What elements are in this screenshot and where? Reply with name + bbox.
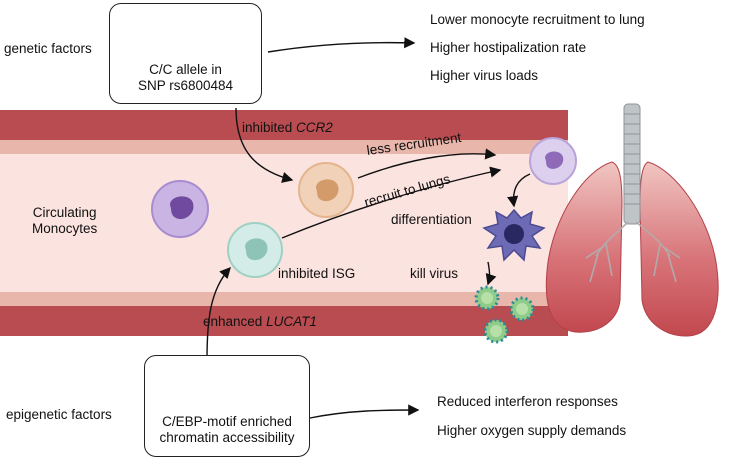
ccr2-gene: CCR2: [296, 120, 333, 135]
circulating-line1: Circulating: [32, 205, 97, 220]
genetic-box-line1: C/C allele in: [149, 62, 222, 77]
ccr2-inhibited-monocyte: [298, 162, 354, 218]
arrow-lucat1: [206, 266, 231, 361]
circulating-monocyte: [151, 180, 209, 238]
vessel-wall-bottom: [0, 306, 568, 336]
epigenetic-outcome-2: Higher oxygen supply demands: [437, 423, 627, 438]
inhibited-ccr2-label: inhibited CCR2: [242, 120, 333, 136]
epigenetic-box-line1: C/EBP-motif enriched: [162, 414, 292, 429]
epigenetic-outcome-1: Reduced interferon responses: [437, 394, 618, 409]
virus-particles: [474, 285, 535, 344]
isg-inhibited-monocyte: [227, 222, 283, 278]
arrow-genetic-outcomes: [267, 37, 416, 53]
arrow-differentiation: [507, 173, 531, 208]
genetic-box: C/C allele in SNP rs6800484: [109, 3, 262, 104]
trachea-rings: [624, 113, 640, 205]
epigenetic-box-line2: chromatin accessibility: [159, 430, 295, 446]
bronchi: [585, 221, 681, 283]
genetic-outcome-1: Lower monocyte recruitment to lung: [430, 12, 645, 27]
epigenetic-factors-label: epigenetic factors: [6, 407, 112, 422]
enhanced-prefix: enhanced: [203, 314, 267, 329]
vessel-wall-top: [0, 110, 568, 142]
inhibited-prefix: inhibited: [242, 120, 297, 135]
left-lung: [545, 161, 623, 333]
arrow-kill-virus: [485, 261, 497, 286]
enhanced-lucat1-label: enhanced LUCAT1: [203, 314, 317, 330]
epigenetic-box: C/EBP-motif enriched chromatin accessibi…: [144, 355, 310, 457]
lungs-illustration: [545, 103, 719, 337]
genetic-outcome-3: Higher virus loads: [430, 68, 539, 83]
arrow-recruit-to-lungs: [281, 166, 502, 239]
right-lung: [639, 161, 719, 337]
circulating-line2: Monocytes: [32, 221, 98, 237]
genetic-factors-label: genetic factors: [4, 41, 92, 56]
differentiation-label: differentiation: [391, 212, 472, 227]
kill-virus-label: kill virus: [410, 266, 459, 281]
vessel-inner-bottom: [0, 292, 568, 306]
genetic-box-line2: SNP rs6800484: [137, 78, 234, 94]
arrows: [206, 37, 531, 419]
arrow-ccr2: [235, 107, 294, 183]
arrow-less-recruitment: [357, 148, 497, 179]
genetic-outcome-2: Higher hostipalization rate: [430, 40, 587, 55]
circulating-monocytes-label: Circulating Monocytes: [32, 205, 97, 237]
inhibited-isg-label: inhibited ISG: [278, 266, 356, 281]
macrophage-cell: [482, 208, 546, 262]
arrow-epigenetic-outcomes: [309, 404, 420, 419]
vessel-inner-top: [0, 140, 568, 154]
lucat1-gene: LUCAT1: [266, 314, 317, 329]
lung-monocyte: [529, 137, 577, 185]
